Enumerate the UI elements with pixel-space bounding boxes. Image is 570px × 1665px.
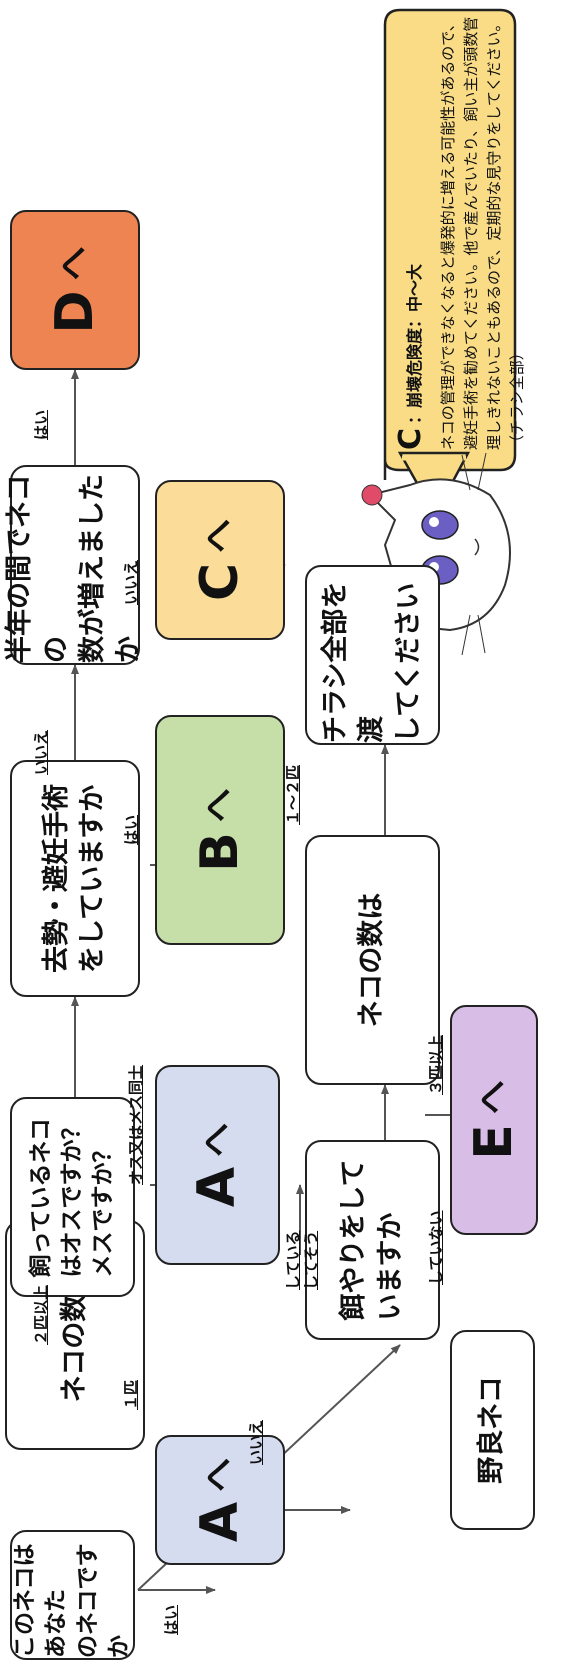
- result-a-2-arrow: へ: [196, 1122, 237, 1157]
- label-two-plus: ２匹以上: [32, 1284, 50, 1345]
- label-feeding-maybe: してそう: [302, 1230, 320, 1290]
- question-cat-count-2-text: ネコの数は: [356, 892, 388, 1028]
- risk-heading-text: ：崩壊危険度：中～大: [405, 263, 424, 424]
- question-cat-sex: 飼っているネコ はオスですか？ メスですか？: [10, 1097, 135, 1297]
- label-one-two: １～２匹: [284, 764, 302, 825]
- question-cat-sex-text: 飼っているネコ はオスですか？ メスですか？: [27, 1116, 117, 1278]
- result-c-arrow: へ: [199, 518, 240, 553]
- result-a-1-arrow: へ: [199, 1457, 240, 1492]
- label-one-cat: １匹: [122, 1379, 140, 1410]
- question-feeding-text: 餌やりをして いますか: [338, 1159, 406, 1321]
- stray-cat: 野良ネコ: [450, 1330, 535, 1530]
- label-not-feeding: していない: [427, 1210, 445, 1285]
- result-b-letter: B: [189, 832, 250, 872]
- label-no-own: いいえ: [247, 1419, 265, 1465]
- cat-flower: [361, 484, 383, 506]
- result-a-2-letter: A: [187, 1166, 248, 1208]
- label-no-increase: いいえ: [122, 559, 140, 605]
- result-b-arrow: へ: [199, 788, 240, 823]
- label-three-plus: ３匹以上: [427, 1034, 445, 1095]
- question-feeding: 餌やりをして いますか: [305, 1140, 440, 1340]
- result-e-letter: E: [463, 1124, 524, 1160]
- result-c-letter: C: [189, 562, 250, 602]
- label-mixed-sex: オス又はメス同士: [127, 1064, 145, 1185]
- question-cat-count-2: ネコの数は: [305, 835, 440, 1085]
- question-own-cat-text: このネコはあなた のネコですか: [12, 1543, 132, 1658]
- give-all-flyers-text: チラシ全部を渡 してください: [319, 581, 424, 743]
- question-neutered-text: 去勢・避妊手術 をしていますか: [40, 784, 108, 973]
- cat-eye-right: [421, 510, 459, 540]
- stray-cat-text: 野良ネコ: [476, 1376, 508, 1484]
- speech-bubble: [383, 8, 517, 480]
- result-e-arrow: へ: [473, 1080, 514, 1115]
- risk-description: C ：崩壊危険度：中～大 ネコの管理ができなくなると爆発的に増える可能性があるので…: [388, 10, 530, 450]
- result-a-1-letter: A: [189, 1501, 250, 1543]
- label-yes-own: はい: [162, 1604, 180, 1635]
- cat-mouth: [474, 538, 480, 556]
- question-neutered: 去勢・避妊手術 をしていますか: [10, 760, 140, 997]
- risk-body: ネコの管理ができなくなると爆発的に増える可能性があるので、避妊手術を勧めてくださ…: [438, 16, 527, 450]
- risk-heading: C ：崩壊危険度：中～大: [388, 10, 435, 450]
- label-yes-increase: はい: [32, 409, 50, 440]
- result-d-letter: D: [44, 290, 105, 334]
- give-all-flyers: チラシ全部を渡 してください: [305, 565, 440, 745]
- result-d-arrow: へ: [54, 246, 95, 281]
- question-own-cat: このネコはあなた のネコですか: [10, 1530, 135, 1660]
- label-yes-neuter: はい: [122, 814, 140, 845]
- label-no-neuter: いいえ: [32, 729, 50, 775]
- risk-letter: C: [393, 427, 428, 450]
